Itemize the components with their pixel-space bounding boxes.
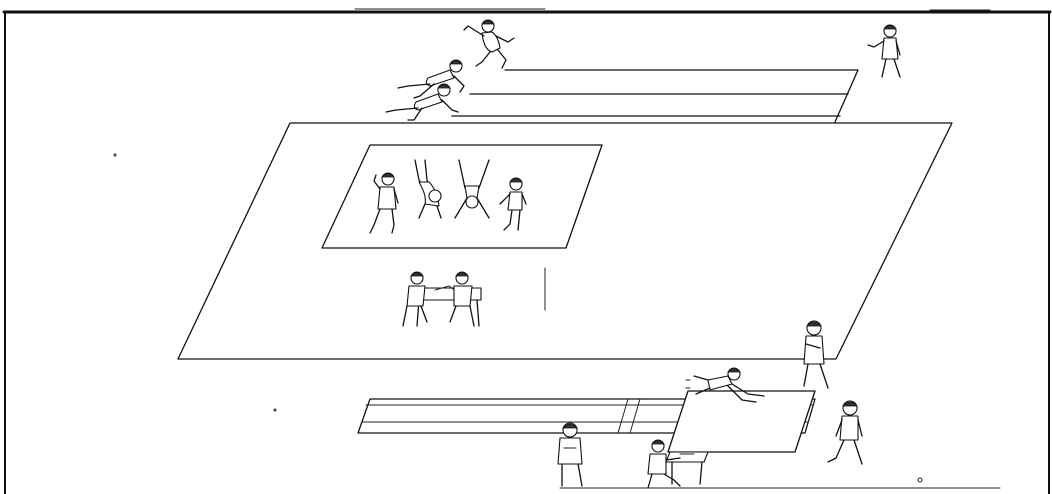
landing-pit — [667, 390, 816, 453]
back-view-figure — [557, 422, 583, 487]
seated-figure-1 — [402, 271, 428, 327]
gymnast-3 — [454, 159, 490, 219]
playing-field — [177, 122, 953, 360]
runner-crouch-1 — [397, 59, 465, 99]
picture-frame — [2, 8, 1052, 494]
runner-crouch-2 — [385, 83, 459, 121]
gymnast-4 — [499, 177, 527, 231]
running-track — [451, 69, 859, 123]
judge-table — [665, 451, 709, 485]
walking-figure — [827, 400, 863, 465]
finish-judge-figure — [867, 24, 901, 78]
gymnast-1 — [369, 172, 399, 234]
gymnastics-mat — [321, 144, 603, 249]
stray-marks — [113, 153, 923, 483]
watching-figure — [803, 320, 829, 389]
gymnast-2 — [414, 159, 442, 219]
seated-judge — [647, 439, 681, 489]
long-jumper — [685, 367, 765, 403]
starter-figure — [463, 19, 515, 69]
seated-figure-2 — [449, 271, 475, 327]
